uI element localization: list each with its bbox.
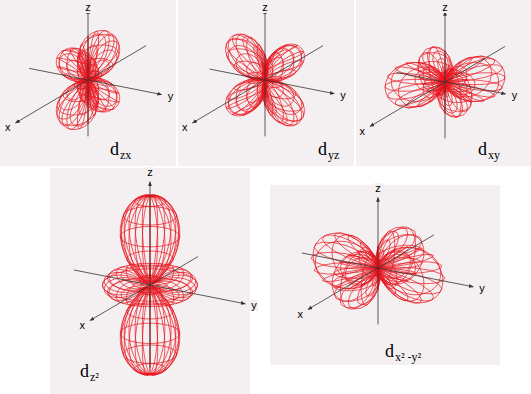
mesh-line [228,46,265,115]
axis-label: x [359,126,367,137]
axis-line [193,46,324,123]
mesh-line [126,196,150,376]
mesh-line [265,67,268,88]
mesh-line [385,62,445,107]
mesh-line [247,63,265,103]
orbital-symbol: d [478,140,487,158]
orbital-symbol: d [385,342,394,360]
axis-line [90,257,198,321]
mesh-line [445,57,492,97]
mesh-line [265,57,283,97]
axis-line [302,253,473,287]
mesh-line [236,54,265,110]
axes [302,198,473,325]
mesh-line [313,233,378,289]
mesh-line [88,41,120,110]
axis-label: z [374,183,382,194]
mesh-line [378,247,441,294]
mesh-line [150,195,191,374]
axis-line [265,10,266,137]
mesh-line [59,48,88,126]
axis-line [74,270,245,304]
panel-ground [356,0,531,166]
axis-line [29,68,162,94]
axis-line [370,46,505,126]
mesh-line [445,56,505,101]
axis-label: x [181,122,189,133]
mesh-line [104,196,150,375]
mesh-line [265,46,302,115]
orbital-symbol: d [110,140,119,158]
axes [193,10,335,137]
axis-label: x [79,320,87,331]
orbital-subscript: yz [328,149,339,161]
mesh-line [445,64,453,88]
mesh-line [150,195,184,374]
mesh-line [103,196,151,375]
mesh-line [265,50,294,106]
mesh-line [265,44,304,121]
mesh-line [226,39,265,116]
axes [370,12,506,139]
mesh-line [332,252,378,301]
axis-label: z [441,2,449,13]
axis-line [378,198,379,325]
axis-label: y [478,283,486,294]
panel-ground [270,185,500,365]
axis-label: x [4,122,12,133]
axis-label: z [84,2,92,13]
axes [16,10,162,137]
mesh-line [88,34,117,112]
axis-label: y [167,91,175,102]
mesh-line [378,247,443,303]
orbital-subscript: x² -y² [395,351,421,363]
orbital-subscript: xy [488,149,500,161]
axis-label: y [339,90,347,101]
orbital-subscript: z² [90,371,99,383]
mesh-line [88,31,109,112]
mesh-line [399,67,446,107]
mesh-line [109,196,150,375]
axis-line [308,235,434,310]
mesh-line [378,235,424,284]
axis-label: z [146,167,154,178]
axis-line [150,182,151,368]
orbital-subscript: zx [120,149,131,161]
mesh-line [378,227,416,285]
axis-label: x [297,309,305,320]
axis-label: y [250,300,258,311]
axis-label: y [511,90,519,101]
mesh-line [116,196,150,375]
panel-ground [0,0,176,166]
mesh-line [423,74,445,97]
mesh-line [150,196,198,375]
axis-line [88,10,89,137]
mesh-line [104,196,150,375]
orbital-symbol: d [80,362,89,380]
axes [74,182,245,368]
axis-label: z [261,2,269,13]
mesh-line [445,66,467,89]
mesh-line [56,50,88,119]
mesh-line [150,196,191,375]
panel-ground [178,0,354,166]
axis-line [397,72,506,94]
axis-line [445,12,446,139]
panel-ground [50,168,250,394]
mesh-line [88,31,99,110]
mesh-line [109,195,150,374]
axis-line [210,69,335,94]
axis-line [16,46,147,123]
orbital-symbol: d [318,140,327,158]
mesh-line [378,231,395,282]
mesh-line [315,241,378,288]
mesh-line [150,195,174,375]
